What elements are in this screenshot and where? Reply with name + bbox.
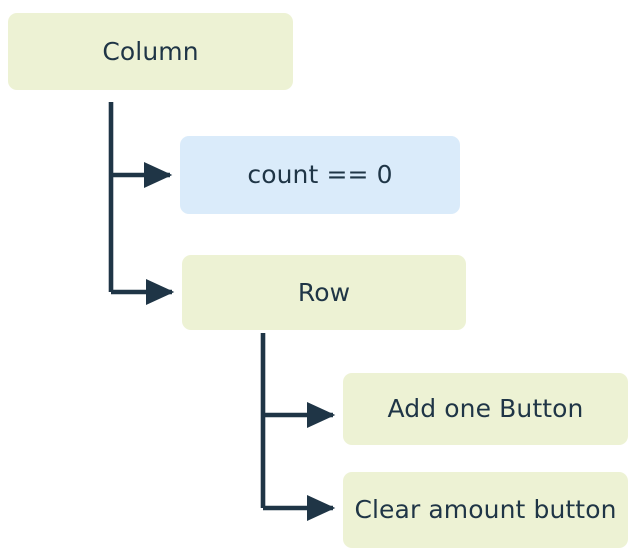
- node-column[interactable]: Column: [8, 13, 293, 90]
- node-condition[interactable]: count == 0: [180, 136, 460, 214]
- node-clear-amount-button-label: Clear amount button: [354, 495, 617, 525]
- node-condition-label: count == 0: [247, 160, 393, 190]
- node-clear-amount-button[interactable]: Clear amount button: [343, 472, 628, 548]
- node-column-label: Column: [102, 36, 199, 66]
- node-row-label: Row: [297, 277, 351, 307]
- node-add-one-button[interactable]: Add one Button: [343, 373, 628, 445]
- node-add-one-button-label: Add one Button: [387, 394, 584, 424]
- node-row[interactable]: Row: [182, 255, 466, 330]
